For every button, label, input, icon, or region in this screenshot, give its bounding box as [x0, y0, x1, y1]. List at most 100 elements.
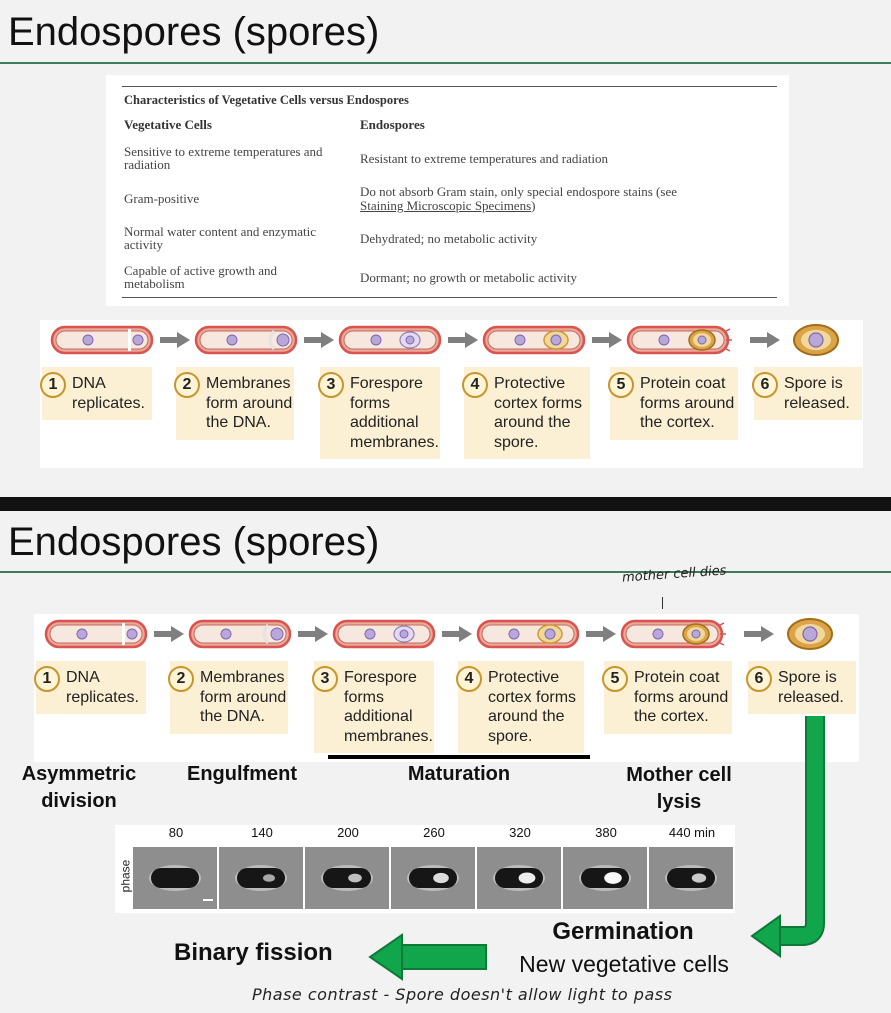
right-arrow-icon: [744, 626, 774, 642]
col-header-endospores: Endospores: [360, 117, 425, 132]
new-vegetative-cells-label: New vegetative cells: [519, 951, 729, 977]
maturation-bracket: [328, 755, 590, 759]
step-description-line: Spore is: [784, 375, 843, 392]
micrograph-frame: [649, 847, 733, 909]
slide-2-title: Endospores (spores): [8, 520, 380, 564]
step-description-line: the DNA.: [200, 708, 265, 725]
cell-illustration-stage-2: [188, 617, 292, 651]
cell-illustration-stage-4: [476, 617, 580, 651]
table-cell: Capable of active growth and metabolism: [124, 263, 278, 291]
phase-label-line: Asymmetric: [21, 763, 137, 785]
cell-micrograph: [133, 847, 217, 909]
step-number-badge: 2: [168, 666, 194, 692]
step-number-badge: 1: [40, 372, 66, 398]
binary-fission-arrowhead: [368, 933, 403, 981]
step-callout-6: 6 Spore is released.: [752, 367, 862, 420]
cell-illustration-stage-2: [194, 323, 298, 357]
step-description-line: the DNA.: [206, 414, 271, 431]
step-description-line: Protective: [488, 669, 560, 686]
step-description-line: DNA: [72, 375, 106, 392]
staining-link[interactable]: Staining Microscopic Specimens: [360, 198, 532, 213]
frame-time-label: 200: [337, 825, 359, 840]
step-description-line: the cortex.: [640, 414, 715, 431]
step-description-line: additional: [350, 414, 419, 431]
table-cell: Do not absorb Gram stain, only special e…: [360, 184, 677, 199]
table-cell: Normal water content and enzymatic activ…: [124, 224, 317, 252]
cell-micrograph: [563, 847, 647, 909]
right-arrow-icon: [154, 626, 184, 642]
step-description-line: replicates.: [72, 394, 145, 412]
cell-illustration-stage-1: [50, 323, 154, 357]
cell-illustration-stage-3: [332, 617, 436, 651]
slide-1-title: Endospores (spores): [8, 10, 380, 54]
step-description-line: replicates.: [66, 688, 139, 706]
slide-1: Endospores (spores) Characteristics of V…: [0, 0, 891, 497]
step-number-badge: 2: [174, 372, 200, 398]
right-arrow-icon: [448, 332, 478, 348]
step-number-badge: 5: [602, 666, 628, 692]
table-cell: Sensitive to extreme temperatures and ra…: [124, 144, 323, 172]
step-number-badge: 6: [752, 372, 778, 398]
germination-arrowhead: [750, 914, 781, 958]
cell-illustration-stage-5: [626, 323, 732, 357]
cell-drawing: [50, 325, 154, 355]
phase-label-line: lysis: [656, 791, 702, 813]
cell-drawing: [620, 619, 726, 649]
col-header-vegetative: Vegetative Cells: [124, 117, 212, 132]
step-description-line: around the: [488, 708, 565, 725]
cell-micrograph: [649, 847, 733, 909]
right-arrow-icon: [592, 332, 622, 348]
phase-label-line: division: [41, 790, 117, 812]
characteristics-table: Characteristics of Vegetative Cells vers…: [106, 75, 789, 306]
step-number-badge: 5: [608, 372, 634, 398]
cell-micrograph: [391, 847, 475, 909]
phase-label-line: Mother cell: [626, 764, 732, 786]
step-description-line: cortex forms: [494, 394, 583, 412]
frame-time-label: 140: [251, 825, 273, 840]
right-arrow-icon: [160, 332, 190, 348]
right-arrow-icon: [586, 626, 616, 642]
cell-illustration-stage-4: [482, 323, 586, 357]
cell-micrograph: [305, 847, 389, 909]
step-description: DNA replicates.: [72, 374, 145, 413]
link-suffix: ): [531, 198, 536, 213]
title-rule: [0, 62, 891, 64]
binary-fission-label: Binary fission: [174, 939, 333, 966]
step-description-line: Protein coat: [640, 375, 726, 392]
step-description-line: the cortex.: [634, 708, 709, 725]
phase-label-maturation: Maturation: [407, 763, 511, 785]
step-description-line: Spore is: [778, 669, 837, 686]
cell-drawing: [338, 325, 442, 355]
micrograph-frame: [563, 847, 647, 909]
step-description-line: released.: [784, 394, 850, 412]
frame-time-label: 440 min: [668, 825, 716, 840]
step-number-badge: 4: [456, 666, 482, 692]
table-cell-link-line: Staining Microscopic Specimens): [360, 199, 780, 212]
micrograph-frame: [477, 847, 561, 909]
binary-fission-arrow-shaft: [399, 944, 487, 970]
step-description-line: around the: [494, 414, 571, 431]
table-cell: Dormant; no growth or metabolic activity: [360, 270, 577, 285]
slide-divider: [0, 497, 891, 511]
phase-label-mother-cell-lysis: Mother cell lysis: [606, 762, 752, 816]
frame-time-label: 380: [595, 825, 617, 840]
step-description-line: forms: [344, 688, 384, 706]
cell-drawing: [793, 324, 839, 356]
right-arrow-icon: [750, 332, 780, 348]
frame-time-label: 260: [423, 825, 445, 840]
step-number-badge: 6: [746, 666, 772, 692]
